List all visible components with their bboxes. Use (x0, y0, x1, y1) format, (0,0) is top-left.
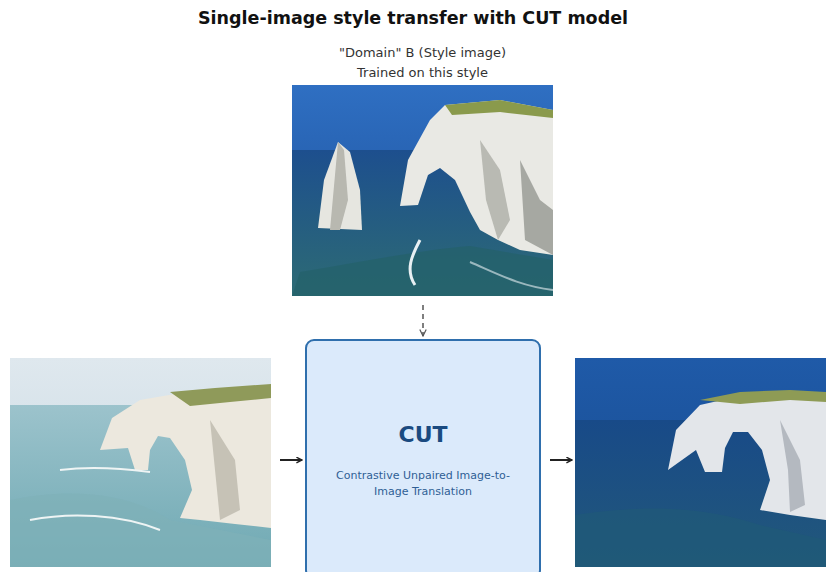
output-image-frame (575, 358, 826, 567)
input-image-frame (10, 358, 271, 567)
style-image (292, 85, 553, 296)
model-name: CUT (307, 422, 539, 447)
input-painting (10, 358, 271, 567)
diagram-title: Single-image style transfer with CUT mod… (0, 8, 826, 28)
model-description: Contrastive Unpaired Image-to-Image Tran… (333, 468, 513, 500)
style-image-frame: "Domain" B (Style image)Trained on this … (292, 85, 553, 296)
model-box: CUT Contrastive Unpaired Image-to-Image T… (305, 339, 541, 572)
image-heading: "Domain" B (Style image) (252, 45, 593, 60)
output-image (575, 358, 826, 567)
flow-arrow (550, 459, 572, 461)
dashed-arrow (422, 305, 424, 336)
image-subheading: Trained on this style (252, 65, 593, 80)
flow-arrow (280, 459, 302, 461)
